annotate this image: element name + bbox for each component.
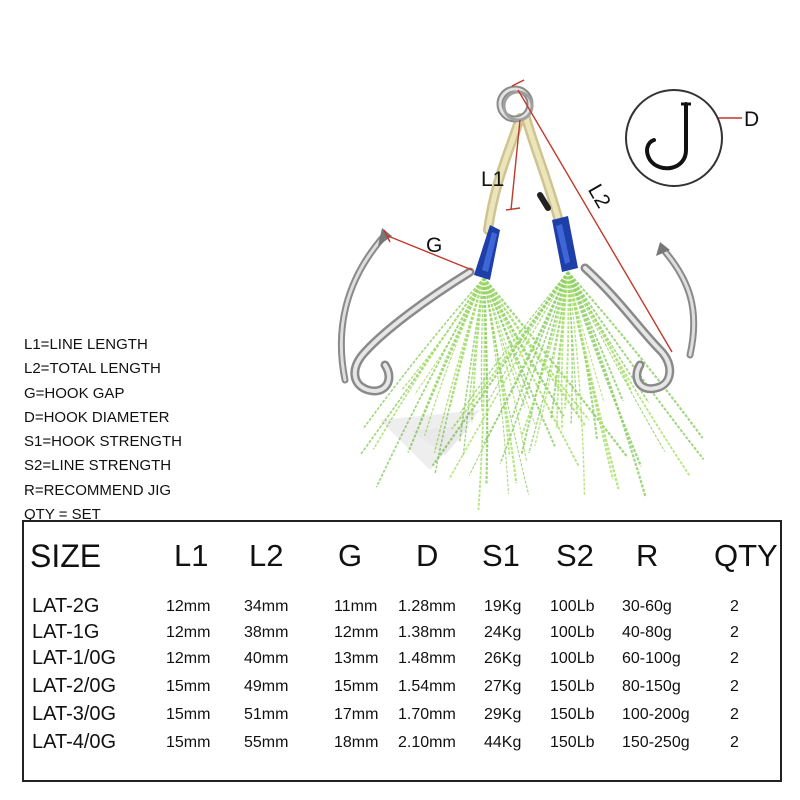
table-cell: 2 <box>730 706 739 723</box>
table-cell: LAT-1G <box>32 621 100 643</box>
table-cell: 1.28mm <box>398 598 456 615</box>
table-cell: 27Kg <box>484 678 522 695</box>
column-header: S1 <box>482 538 520 573</box>
table-row: LAT-1/0G 12mm 40mm 13mm 1.48mm 26Kg 100Lb 60-10… <box>24 647 780 673</box>
legend-item: QTY = SET <box>24 506 101 524</box>
table-cell: 12mm <box>166 650 211 667</box>
legend-item: S2=LINE STRENGTH <box>24 457 172 475</box>
column-header: QTY <box>714 538 778 573</box>
table-cell: 15mm <box>166 734 211 751</box>
column-header: R <box>636 538 659 573</box>
right-hook <box>580 242 698 394</box>
table-cell: 2 <box>730 734 739 751</box>
table-cell: 18mm <box>334 734 379 751</box>
table-cell: 40-80g <box>622 624 672 641</box>
g-label: G <box>426 234 442 257</box>
table-cell: 19Kg <box>484 598 522 615</box>
table-cell: LAT-1/0G <box>32 647 117 669</box>
table-cell: LAT-2/0G <box>32 675 117 697</box>
table-header-row: SIZE L1 L2 G D S1 S2 R QTY <box>24 538 780 582</box>
column-header: L1 <box>174 538 209 573</box>
table-cell: LAT-3/0G <box>32 703 117 725</box>
column-header: SIZE <box>30 538 102 574</box>
column-header: G <box>338 538 363 573</box>
legend-item: L2=TOTAL LENGTH <box>24 360 161 378</box>
table-cell: 100Lb <box>550 598 595 615</box>
table-cell: LAT-4/0G <box>32 731 117 753</box>
table-cell: 15mm <box>166 706 211 723</box>
l2-measure-line <box>517 89 673 353</box>
table-cell: 44Kg <box>484 734 522 751</box>
watermark-logo <box>380 410 480 470</box>
table-cell: 24Kg <box>484 624 522 641</box>
table-cell: 100-200g <box>622 706 690 723</box>
table-cell: 150Lb <box>550 734 595 751</box>
table-cell: 60-100g <box>622 650 681 667</box>
assist-cords <box>483 113 565 235</box>
column-header: D <box>416 538 439 573</box>
table-cell: 17mm <box>334 706 379 723</box>
table-cell: 1.38mm <box>398 624 456 641</box>
l2-label: L2 <box>583 180 615 212</box>
table-cell: 2 <box>730 650 739 667</box>
table-cell: 49mm <box>244 678 289 695</box>
table-cell: 1.48mm <box>398 650 456 667</box>
table-cell: 1.54mm <box>398 678 456 695</box>
l1-label: L1 <box>481 168 504 191</box>
table-cell: 13mm <box>334 650 379 667</box>
abbreviation-legend: L1=LINE LENGTH L2=TOTAL LENGTH G=HOOK GAP D… <box>24 333 182 527</box>
table-row: LAT-2/0G 15mm 49mm 15mm 1.54mm 27Kg 150Lb 80-15… <box>24 675 780 701</box>
table-cell: 2 <box>730 624 739 641</box>
table-cell: 100Lb <box>550 624 595 641</box>
left-skirt-strands <box>359 277 629 510</box>
g-measure-line <box>387 235 473 271</box>
spec-table: SIZE L1 L2 G D S1 S2 R QTY LAT-2G 12mm 34mm 11mm 1.2… <box>22 520 782 782</box>
table-cell: 150Lb <box>550 678 595 695</box>
table-cell: 150Lb <box>550 706 595 723</box>
table-cell: 12mm <box>334 624 379 641</box>
column-header: L2 <box>249 538 284 573</box>
right-skirt-strands <box>431 271 705 498</box>
legend-item: D=HOOK DIAMETER <box>24 408 170 426</box>
d-label: D <box>744 108 759 131</box>
split-ring <box>496 85 534 123</box>
table-cell: 51mm <box>244 706 289 723</box>
assist-hook-illustration: L1 L2 G D <box>337 79 759 510</box>
table-cell: 11mm <box>334 598 378 615</box>
table-cell: 1.70mm <box>398 706 456 723</box>
table-cell: 29Kg <box>484 706 522 723</box>
legend-item: S1=HOOK STRENGTH <box>24 433 182 451</box>
table-cell: LAT-2G <box>32 595 100 617</box>
table-cell: 34mm <box>244 598 289 615</box>
legend-item: R=RECOMMEND JIG <box>24 481 172 499</box>
hook-diameter-detail <box>625 89 723 187</box>
l1-measure-line <box>510 119 521 211</box>
legend-item: G=HOOK GAP <box>24 384 125 402</box>
table-cell: 40mm <box>244 650 289 667</box>
table-cell: 15mm <box>166 678 211 695</box>
table-row: LAT-1G 12mm 38mm 12mm 1.38mm 24Kg 100Lb 40-80g 2 <box>24 621 780 647</box>
table-cell: 12mm <box>166 624 211 641</box>
table-cell: 55mm <box>244 734 289 751</box>
table-cell: 150-250g <box>622 734 690 751</box>
table-row: LAT-2G 12mm 34mm 11mm 1.28mm 19Kg 100Lb 30-60g 2 <box>24 595 780 621</box>
legend-item: L1=LINE LENGTH <box>24 336 148 353</box>
table-cell: 26Kg <box>484 650 522 667</box>
column-header: S2 <box>556 538 594 573</box>
table-row: LAT-4/0G 15mm 55mm 18mm 2.10mm 44Kg 150Lb 150-2… <box>24 731 780 757</box>
table-cell: 15mm <box>334 678 379 695</box>
table-cell: 30-60g <box>622 598 672 615</box>
table-cell: 2 <box>730 678 739 695</box>
table-cell: 2 <box>730 598 739 615</box>
table-cell: 12mm <box>166 598 211 615</box>
left-hook <box>337 228 475 396</box>
table-cell: 38mm <box>244 624 289 641</box>
measurement-lines <box>383 79 742 353</box>
table-row: LAT-3/0G 15mm 51mm 17mm 1.70mm 29Kg 150Lb 100-2… <box>24 703 780 729</box>
table-cell: 80-150g <box>622 678 681 695</box>
table-cell: 2.10mm <box>398 734 456 751</box>
table-cell: 100Lb <box>550 650 595 667</box>
blue-thread-wraps <box>474 216 578 280</box>
